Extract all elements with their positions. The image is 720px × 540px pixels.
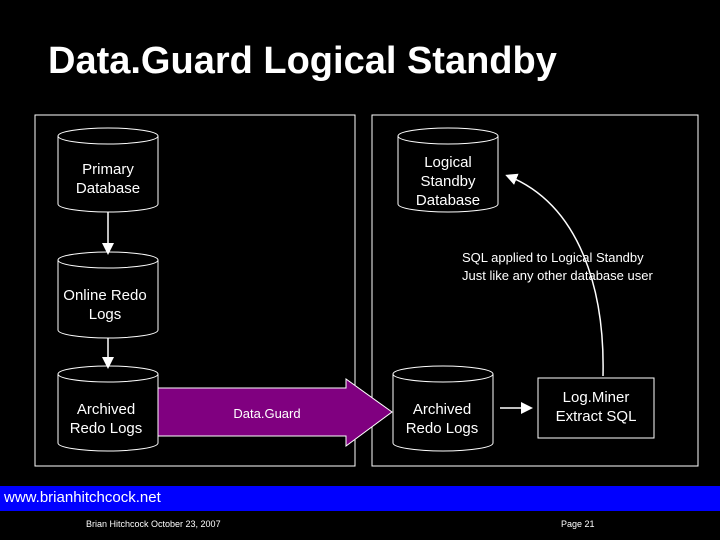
online-redo-logs-label: Online Redo Logs	[63, 287, 147, 323]
logical-standby-database-cylinder	[397, 127, 499, 213]
footer-author-date: Brian Hitchcock October 23, 2007	[86, 519, 221, 529]
archived-redo-logs-primary-label: Archived Redo Logs	[69, 401, 143, 437]
archived-redo-logs-standby-label: Archived Redo Logs	[405, 401, 479, 437]
footer-page-number: Page 21	[561, 519, 595, 529]
logical-standby-database-label: Logical Standby Database	[415, 154, 481, 209]
primary-site-panel	[34, 114, 356, 467]
slide-title: Data.Guard Logical Standby	[48, 40, 557, 82]
sql-apply-curved-arrow	[505, 173, 604, 377]
dataguard-arrow-label: Data.Guard	[233, 406, 301, 421]
online-redo-logs-cylinder	[57, 251, 159, 339]
archived-redo-logs-primary-cylinder	[57, 365, 159, 452]
footer-bar	[0, 486, 720, 511]
logminer-label: Log.Miner Extract SQL	[555, 389, 637, 425]
standby-site-panel	[371, 114, 699, 467]
footer-url: www.brianhitchcock.net	[4, 489, 161, 506]
logminer-box	[537, 377, 655, 439]
archived-redo-logs-standby-cylinder	[392, 365, 494, 452]
dataguard-transport-arrow	[157, 378, 393, 447]
sql-applied-note: SQL applied to Logical Standby Just like…	[462, 250, 653, 283]
primary-database-cylinder	[57, 127, 159, 213]
primary-database-label: Primary Database	[75, 161, 141, 197]
